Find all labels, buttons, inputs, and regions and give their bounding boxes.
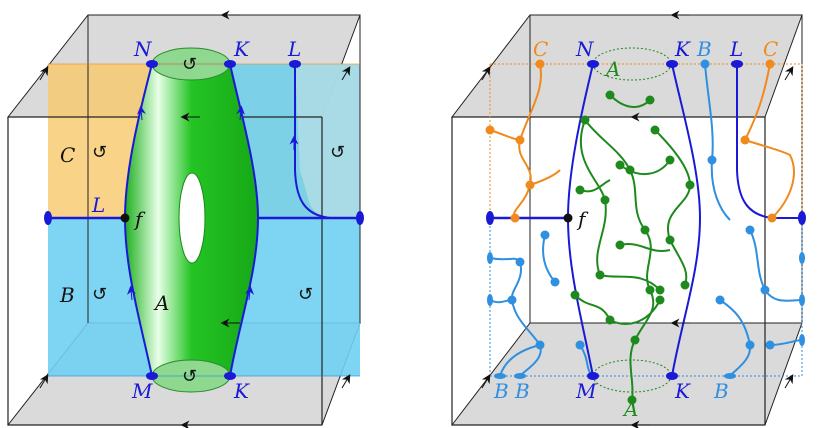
rotation-icon-tube-top: ↺ (182, 54, 197, 75)
label-a-bottom: A (622, 397, 638, 421)
label-k-top-right: K (674, 37, 691, 61)
left-figure: N K L C ↺ ↺ L f B ↺ A ↺ ↺ ↺ M K (6, 10, 364, 428)
label-b-bottom-2: B (514, 379, 530, 403)
rotation-icon-right-bottom: ↺ (298, 284, 313, 305)
right-figure: C N A K B L C f B B M K B A (450, 10, 806, 428)
label-c-top-right: C (763, 37, 778, 61)
label-k-top: K (233, 37, 250, 61)
label-b-bottom-1: B (493, 379, 509, 403)
label-b-top: B (696, 37, 712, 61)
label-m: M (131, 379, 153, 403)
top-face-right (450, 14, 803, 118)
rotation-icon-right-top: ↺ (330, 142, 345, 163)
label-m-right: M (575, 379, 597, 403)
label-l-top-right: L (729, 37, 743, 61)
label-k-bottom: K (233, 379, 250, 403)
rotation-icon-c: ↺ (92, 142, 107, 163)
label-f-right: f (576, 207, 589, 231)
label-l-top: L (287, 37, 301, 61)
label-c-top-left: C (533, 37, 548, 61)
label-a: A (153, 291, 169, 315)
tube-hole (178, 172, 206, 264)
label-n-right: N (575, 37, 595, 61)
rotation-icon-b: ↺ (92, 284, 107, 305)
vertex-f-right (563, 213, 573, 223)
rotation-icon-tube-bottom: ↺ (182, 366, 197, 387)
label-n: N (133, 37, 153, 61)
label-b-bottom-3: B (713, 379, 729, 403)
label-c: C (60, 143, 75, 167)
blue-region-top (230, 64, 360, 218)
label-l-mid: L (91, 193, 105, 217)
vertex-f (120, 213, 130, 223)
label-b: B (59, 283, 75, 307)
label-k-bottom-right: K (674, 379, 691, 403)
label-a-top: A (604, 57, 620, 81)
